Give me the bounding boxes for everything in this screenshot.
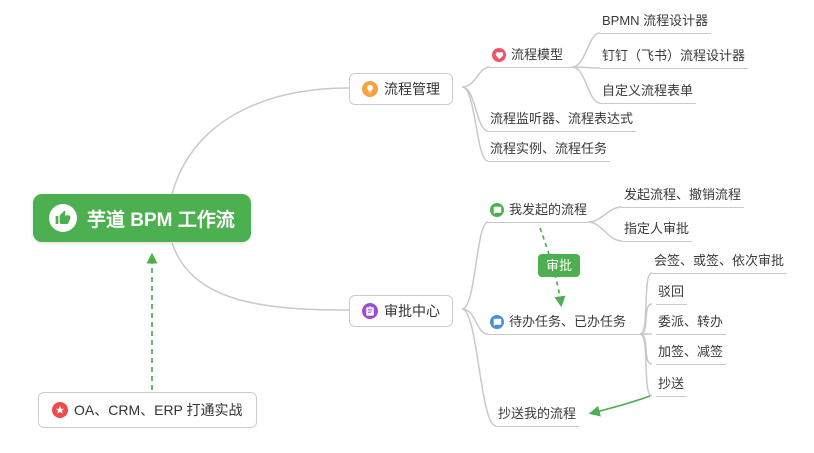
node-initiate-cancel[interactable]: 发起流程、撤销流程 bbox=[622, 186, 745, 208]
leaf-label: 流程模型 bbox=[511, 47, 564, 62]
thumbs-up-icon bbox=[49, 204, 77, 232]
leaf-label: 我发起的流程 bbox=[509, 202, 588, 217]
chat-icon bbox=[490, 203, 504, 217]
cc-relation-arrow bbox=[588, 395, 651, 417]
node-delegate-transfer[interactable]: 委派、转办 bbox=[656, 313, 727, 335]
leaf-label: 会签、或签、依次审批 bbox=[654, 253, 785, 268]
node-add-remove-sign[interactable]: 加签、减签 bbox=[656, 343, 727, 365]
leaf-label: 钉钉（飞书）流程设计器 bbox=[602, 48, 746, 63]
chat-icon bbox=[490, 315, 504, 329]
branch-label: 流程管理 bbox=[384, 81, 440, 97]
practice-label: OA、CRM、ERP 打通实战 bbox=[74, 402, 243, 418]
leaf-label: BPMN 流程设计器 bbox=[602, 13, 709, 28]
node-todo-done-tasks[interactable]: 待办任务、已办任务 bbox=[488, 313, 645, 335]
branch-approval-center[interactable]: 审批中心 bbox=[349, 295, 453, 327]
node-process-instance[interactable]: 流程实例、流程任务 bbox=[488, 140, 611, 162]
node-process-model[interactable]: 流程模型 bbox=[490, 46, 577, 68]
node-my-initiated[interactable]: 我发起的流程 bbox=[488, 201, 593, 223]
node-custom-form[interactable]: 自定义流程表单 bbox=[600, 82, 697, 104]
leaf-label: 指定人审批 bbox=[624, 221, 690, 236]
leaf-label: 加签、减签 bbox=[658, 344, 724, 359]
leaf-label: 待办任务、已办任务 bbox=[509, 314, 627, 329]
node-bpmn-designer[interactable]: BPMN 流程设计器 bbox=[600, 12, 712, 34]
badge-label: 审批 bbox=[546, 258, 573, 273]
leaf-label: 流程监听器、流程表达式 bbox=[490, 111, 634, 126]
leaf-label: 抄送我的流程 bbox=[498, 406, 577, 421]
clipboard-icon bbox=[362, 303, 378, 319]
leaf-label: 流程实例、流程任务 bbox=[490, 141, 608, 156]
leaf-label: 驳回 bbox=[658, 284, 685, 299]
star-icon bbox=[52, 402, 68, 418]
lightbulb-icon bbox=[362, 81, 378, 97]
leaf-label: 发起流程、撤销流程 bbox=[624, 187, 742, 202]
node-cc-to-me[interactable]: 抄送我的流程 bbox=[496, 405, 580, 427]
node-dingtalk-designer[interactable]: 钉钉（飞书）流程设计器 bbox=[600, 47, 749, 69]
root-node[interactable]: 芋道 BPM 工作流 bbox=[33, 194, 251, 242]
root-label: 芋道 BPM 工作流 bbox=[87, 209, 235, 231]
node-cc[interactable]: 抄送 bbox=[656, 375, 688, 397]
leaf-label: 自定义流程表单 bbox=[602, 83, 694, 98]
heart-icon bbox=[492, 48, 506, 62]
branch-label: 审批中心 bbox=[384, 303, 440, 319]
node-countersign[interactable]: 会签、或签、依次审批 bbox=[652, 252, 788, 274]
node-reject[interactable]: 驳回 bbox=[656, 283, 688, 305]
leaf-label: 委派、转办 bbox=[658, 314, 724, 329]
node-assignee-approval[interactable]: 指定人审批 bbox=[622, 220, 693, 242]
node-process-listener[interactable]: 流程监听器、流程表达式 bbox=[488, 110, 637, 132]
approval-relation-badge[interactable]: 审批 bbox=[538, 254, 581, 277]
leaf-label: 抄送 bbox=[658, 376, 685, 391]
branch-process-management[interactable]: 流程管理 bbox=[349, 73, 453, 105]
practice-node[interactable]: OA、CRM、ERP 打通实战 bbox=[38, 392, 257, 428]
